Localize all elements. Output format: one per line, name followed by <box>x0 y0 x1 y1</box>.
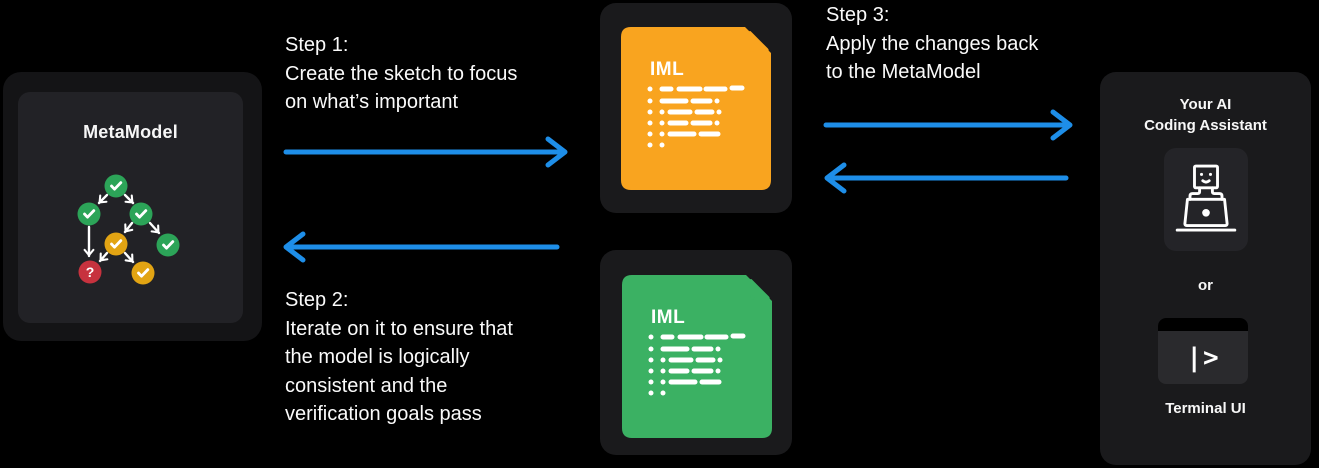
step3-label: Step 3: <box>826 4 890 26</box>
iml-document-orange: IML <box>621 27 771 190</box>
tree-edges <box>83 193 161 264</box>
step3-line: Apply the changes back <box>826 32 1039 55</box>
terminal-icon: |> <box>1158 318 1248 384</box>
tree-node-amber-warn <box>104 232 128 256</box>
step1-label: Step 1: <box>285 34 349 56</box>
svg-text:?: ? <box>86 264 95 280</box>
folded-corner-icon <box>750 279 770 300</box>
tree-node-amber2-warn <box>131 261 155 285</box>
code-lines-icon <box>647 85 745 148</box>
step2-text: Step 2: Iterate on it to ensure that the… <box>285 286 513 429</box>
assistant-title-line2: Coding Assistant <box>1144 117 1267 134</box>
step2-line: the model is logically <box>285 346 470 368</box>
metamodel-inner-card: MetaModel <box>18 92 243 323</box>
metamodel-tree-graph: ? <box>77 174 180 285</box>
robot-at-laptop-icon <box>1175 164 1237 232</box>
code-lines-icon <box>648 333 746 396</box>
step3-line: to the MetaModel <box>826 61 981 83</box>
arrow-return-left <box>824 162 1069 194</box>
assistant-title-line1: Your AI <box>1179 96 1232 113</box>
step3-text: Step 3: Apply the changes back to the Me… <box>826 1 1038 87</box>
metamodel-card: MetaModel <box>3 72 262 341</box>
terminal-prompt-glyph: |> <box>1186 342 1220 373</box>
arrow-step2-left <box>283 231 560 263</box>
step2-label: Step 2: <box>285 289 349 311</box>
ai-assistant-icon-box <box>1164 148 1248 251</box>
tree-node-root-pass <box>104 174 128 198</box>
iml-file-label: IML <box>650 59 684 80</box>
step1-text: Step 1: Create the sketch to focus on wh… <box>285 31 517 117</box>
step2-line: consistent and the <box>285 374 448 397</box>
step2-line: verification goals pass <box>285 403 482 425</box>
assistant-panel: Your AI Coding Assistant or |> Terminal … <box>1100 72 1311 465</box>
terminal-title-bar <box>1158 318 1248 331</box>
or-label: or <box>1198 277 1213 294</box>
iml-file-card-sketch: IML <box>600 3 792 213</box>
iml-file-card-verified: IML <box>600 250 792 455</box>
tree-node-green-pass <box>156 233 180 257</box>
step1-line: on what’s important <box>285 91 459 113</box>
tree-node-right-pass <box>129 202 153 226</box>
iml-document-green: IML <box>622 275 772 438</box>
arrow-step3-right <box>823 109 1073 141</box>
terminal-ui-label: Terminal UI <box>1165 400 1246 417</box>
iml-file-label: IML <box>651 307 685 328</box>
metamodel-title: MetaModel <box>83 122 178 142</box>
tree-node-left-pass <box>77 202 101 226</box>
arrow-step1-right <box>283 136 568 168</box>
tree-node-unknown-fail: ? <box>78 260 102 284</box>
assistant-title: Your AI Coding Assistant <box>1100 94 1311 136</box>
step1-line: Create the sketch to focus <box>285 62 518 85</box>
step2-line: Iterate on it to ensure that <box>285 317 513 340</box>
folded-corner-icon <box>749 31 769 52</box>
